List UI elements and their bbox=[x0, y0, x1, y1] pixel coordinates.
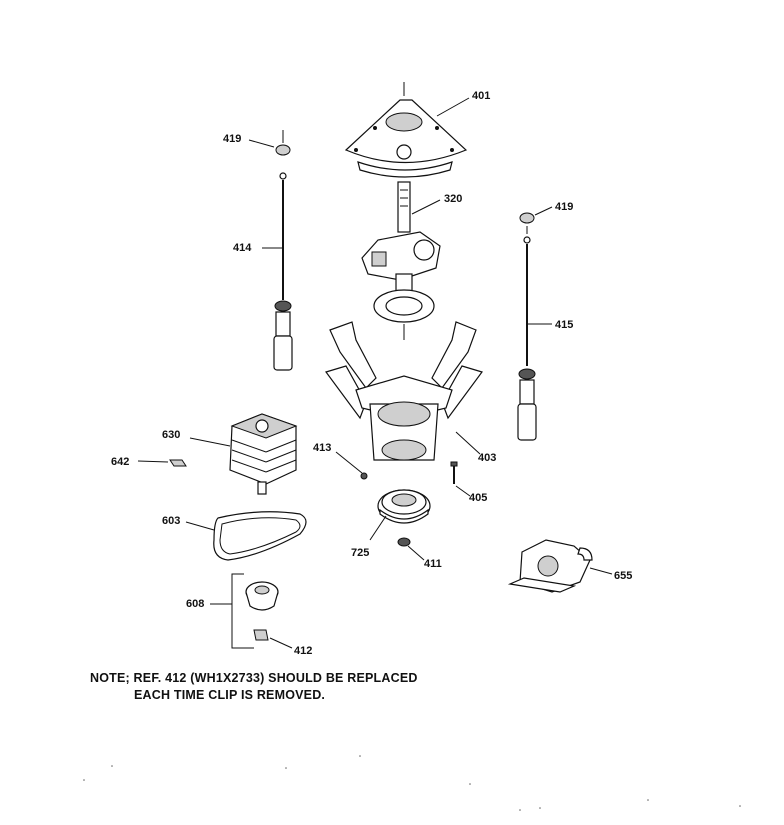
note-line-2: EACH TIME CLIP IS REMOVED. bbox=[134, 688, 326, 702]
part-413-nut bbox=[360, 472, 368, 480]
part-642-key bbox=[169, 459, 187, 467]
label-403: 403 bbox=[478, 452, 496, 464]
part-320-transmission bbox=[361, 181, 441, 323]
label-642: 642 bbox=[111, 456, 129, 468]
label-419-left: 419 bbox=[223, 133, 241, 145]
part-630-motor bbox=[229, 413, 298, 495]
part-401-cover bbox=[344, 82, 468, 178]
part-414-suspension-rod bbox=[273, 172, 293, 371]
part-411-nut bbox=[397, 537, 411, 547]
label-413: 413 bbox=[313, 442, 331, 454]
label-414: 414 bbox=[233, 242, 252, 254]
part-405-bolt bbox=[450, 461, 458, 484]
part-403-mounting-base bbox=[325, 321, 483, 461]
scan-specks bbox=[83, 755, 741, 811]
label-419-right: 419 bbox=[555, 201, 573, 213]
part-725-pulley bbox=[377, 489, 431, 524]
label-608: 608 bbox=[186, 598, 204, 610]
part-655-pump bbox=[507, 539, 593, 593]
label-320: 320 bbox=[444, 193, 462, 205]
label-655: 655 bbox=[614, 570, 632, 582]
part-415-suspension-rod bbox=[517, 226, 537, 441]
part-419-cap-right bbox=[519, 212, 535, 224]
label-415: 415 bbox=[555, 319, 573, 331]
part-603-belt bbox=[213, 511, 307, 561]
label-401: 401 bbox=[472, 90, 490, 102]
label-630: 630 bbox=[162, 429, 180, 441]
part-608-motor-pulley bbox=[231, 573, 279, 649]
note-line-1: NOTE; REF. 412 (WH1X2733) SHOULD BE REPL… bbox=[90, 671, 418, 685]
replacement-note: NOTE; REF. 412 (WH1X2733) SHOULD BE REPL… bbox=[90, 670, 418, 704]
part-412-clip bbox=[253, 629, 269, 641]
label-603: 603 bbox=[162, 515, 180, 527]
part-419-cap-left bbox=[275, 130, 291, 156]
label-725: 725 bbox=[351, 547, 369, 559]
label-412: 412 bbox=[294, 645, 312, 657]
label-411: 411 bbox=[424, 558, 442, 570]
label-405: 405 bbox=[469, 492, 487, 504]
